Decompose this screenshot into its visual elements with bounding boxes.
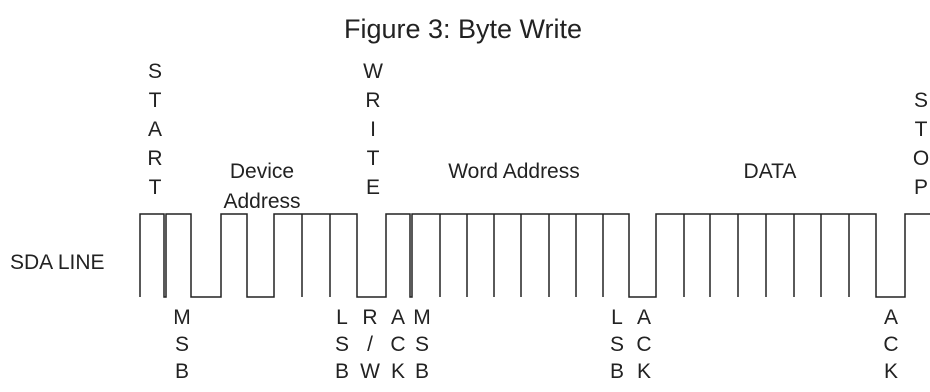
lsb-1-letter: S [335, 333, 349, 356]
ack-3-letter: C [883, 333, 898, 356]
start-letter: A [148, 118, 162, 141]
stop-letter: T [915, 118, 928, 141]
start-letter: S [148, 60, 162, 83]
write-letter: I [370, 118, 376, 141]
stop-letter: P [914, 176, 928, 199]
device-address-label-line-2: Address [223, 190, 300, 213]
lsb-2-letter: S [610, 333, 624, 356]
stop-letter: S [914, 89, 928, 112]
start-letter: R [147, 147, 162, 170]
ack-3-letter: K [884, 360, 898, 383]
msb-1-letter: S [175, 333, 189, 356]
write-letter: E [366, 176, 380, 199]
write-letter: W [363, 60, 383, 83]
msb-1-letter: M [173, 306, 191, 329]
sda-waveform-outline [139, 213, 930, 298]
rw-letter: R [362, 306, 377, 329]
ack-3-letter: A [884, 306, 898, 329]
rw-letter: / [367, 333, 373, 356]
write-letter: T [367, 147, 380, 170]
start-letter: T [149, 89, 162, 112]
msb-1-label: MSB [173, 306, 191, 383]
ack-1-label: ACK [390, 306, 405, 383]
ack-2-label: ACK [636, 306, 651, 383]
msb-2-letter: M [413, 306, 431, 329]
word-address-label: Word Address [448, 160, 580, 183]
ack-1-letter: C [390, 333, 405, 356]
sda-waveform [139, 213, 930, 298]
rw-label: R / W [360, 306, 380, 383]
ack-2-letter: K [637, 360, 651, 383]
ack-1-letter: A [391, 306, 405, 329]
lsb-2-label: LSB [610, 306, 624, 383]
device-address-label-line-1: Device [230, 160, 294, 183]
lsb-2-letter: L [611, 306, 623, 329]
stop-letter: O [913, 147, 929, 170]
rw-letter: W [360, 360, 380, 383]
lsb-1-letter: L [336, 306, 348, 329]
ack-2-letter: C [636, 333, 651, 356]
lsb-1-letter: B [335, 360, 349, 383]
write-letter: R [365, 89, 380, 112]
ack-3-label: ACK [883, 306, 898, 383]
device-address-label: Device Address [223, 160, 300, 213]
data-label: DATA [744, 160, 797, 183]
sda-line-label: SDA LINE [10, 251, 105, 274]
msb-2-label: MSB [413, 306, 431, 383]
lsb-1-label: LSB [335, 306, 349, 383]
lsb-2-letter: B [610, 360, 624, 383]
msb-2-letter: S [415, 333, 429, 356]
ack-2-letter: A [637, 306, 651, 329]
start-letter: T [149, 176, 162, 199]
msb-1-letter: B [175, 360, 189, 383]
msb-2-letter: B [415, 360, 429, 383]
ack-1-letter: K [391, 360, 405, 383]
diagram-title: Figure 3: Byte Write [344, 14, 582, 44]
